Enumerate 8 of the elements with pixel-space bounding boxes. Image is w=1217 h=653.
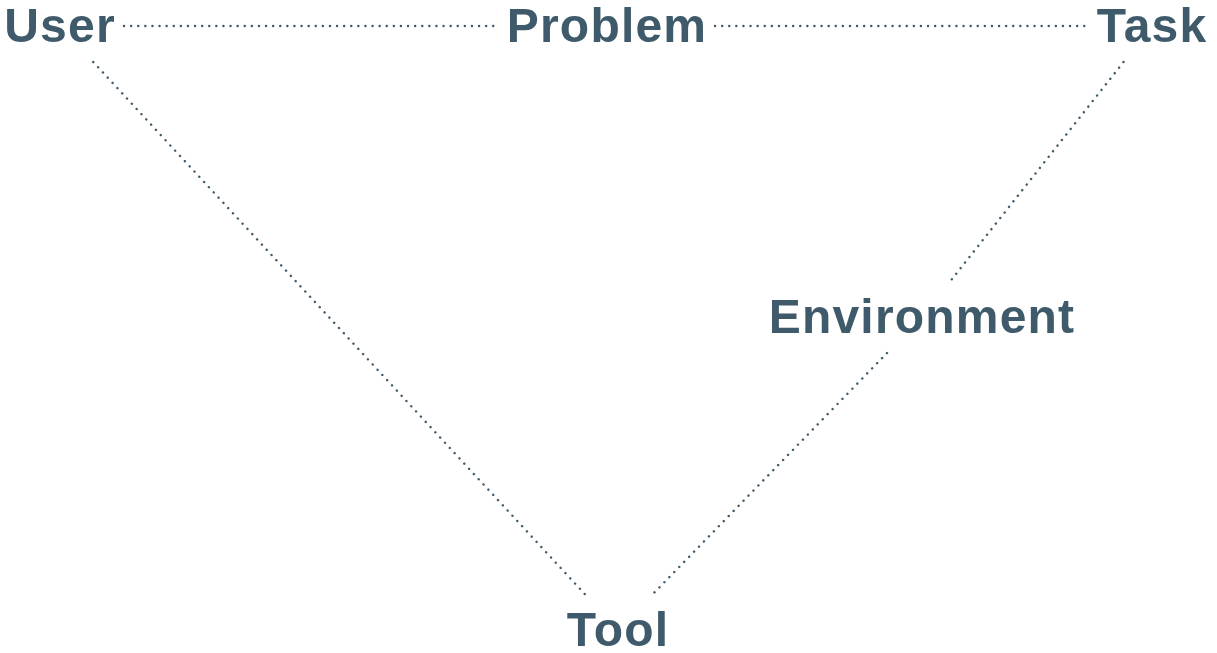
node-label: Task (1096, 0, 1208, 54)
dotted-line (92, 60, 586, 596)
node-label: Tool (566, 602, 670, 653)
dotted-line (651, 351, 889, 596)
node-label: User (4, 0, 116, 54)
dotted-line (949, 60, 1125, 283)
node-label: Problem (506, 0, 708, 54)
node-label: Environment (768, 289, 1076, 345)
